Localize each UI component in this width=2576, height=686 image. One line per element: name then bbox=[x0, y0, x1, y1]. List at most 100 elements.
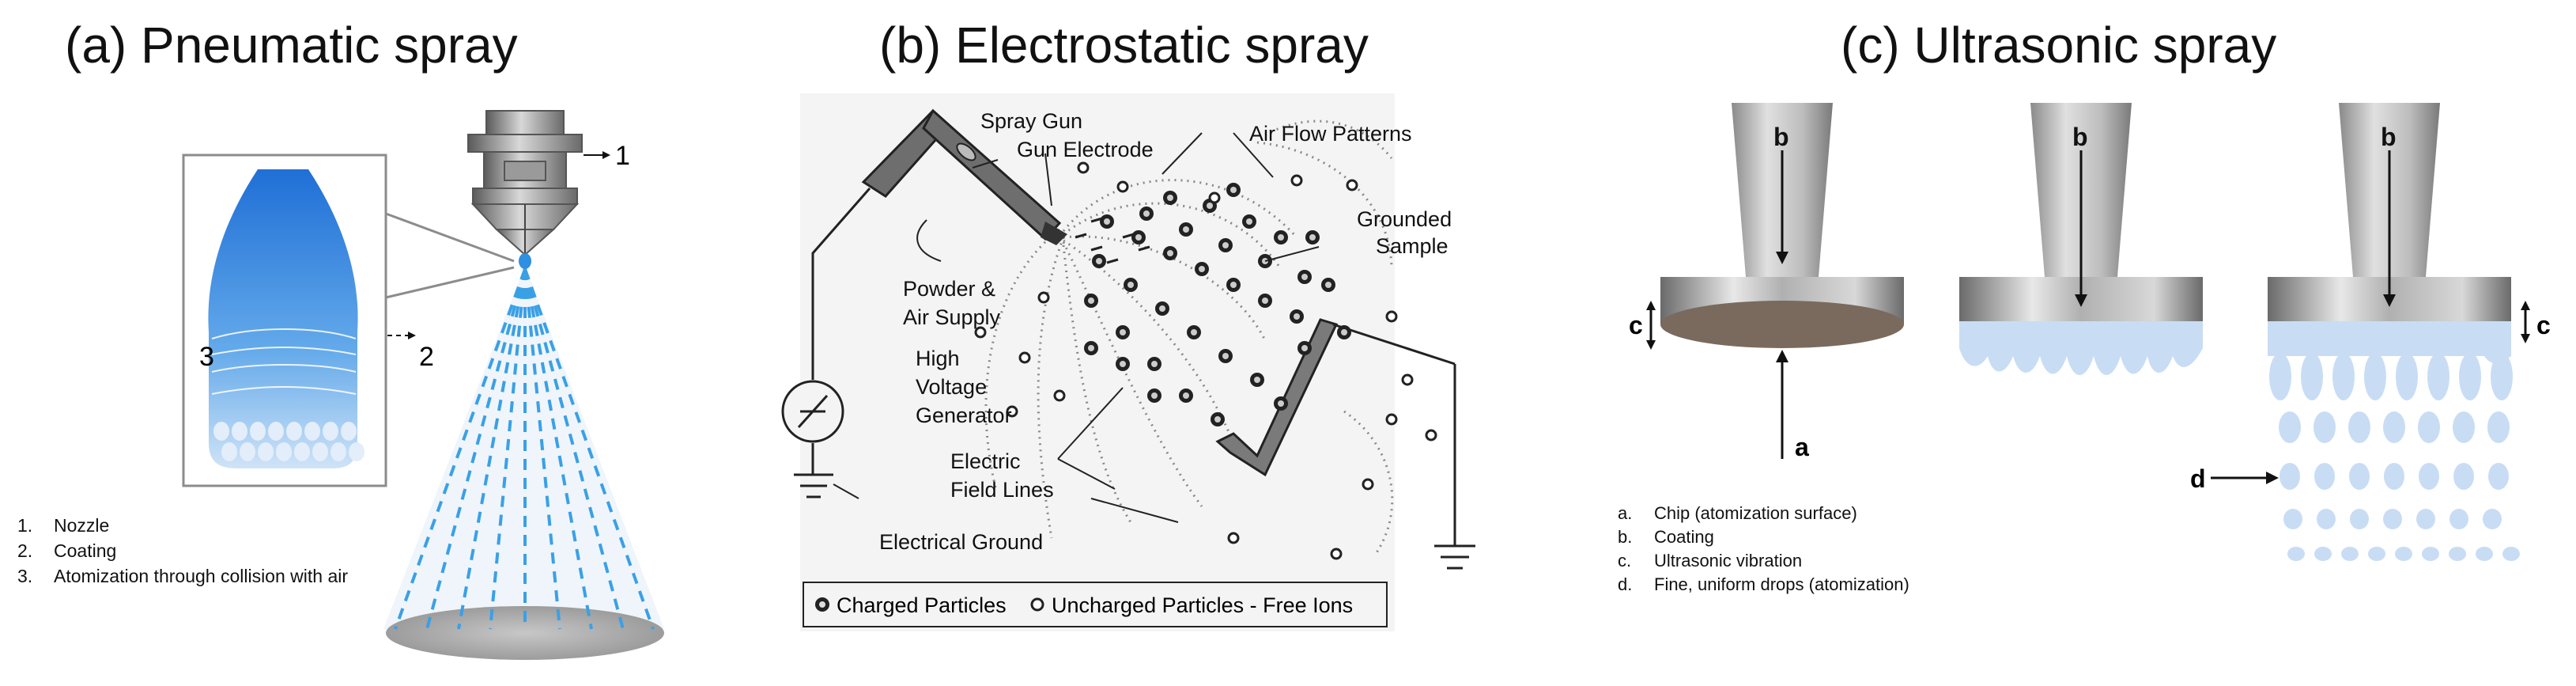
charged-particle-core bbox=[1262, 298, 1268, 304]
atomized-drop bbox=[2341, 547, 2359, 561]
label-voltage: Voltage bbox=[916, 375, 987, 399]
legend-item: d. Fine, uniform drops (atomization) bbox=[1618, 573, 1909, 597]
charged-particle-core bbox=[1278, 234, 1284, 241]
spray-dash bbox=[1090, 245, 1103, 252]
atomized-drop bbox=[2487, 411, 2510, 443]
legend-charged: Charged Particles bbox=[837, 593, 1007, 617]
label-c: c bbox=[2536, 311, 2551, 339]
label-field-lines: Field Lines bbox=[950, 478, 1054, 502]
spray-gun bbox=[861, 108, 1067, 245]
callout-1-arrow bbox=[602, 151, 610, 159]
legend-item: b.Coating bbox=[1618, 525, 1909, 549]
charged-particle-core bbox=[1222, 353, 1229, 359]
inset-droplet bbox=[341, 422, 357, 441]
inset-droplet bbox=[258, 442, 274, 461]
charged-particle-core bbox=[1301, 274, 1308, 280]
pneumatic-diagram: 1 3 2 bbox=[182, 110, 664, 660]
charged-particle-core bbox=[1135, 234, 1142, 241]
legend-text: Chip (atomization surface) bbox=[1654, 503, 1857, 523]
spray-line bbox=[489, 268, 527, 630]
chip-surface bbox=[1660, 301, 1904, 348]
uncharged-particle bbox=[1290, 174, 1303, 187]
inset-droplet bbox=[240, 442, 255, 461]
label-a: a bbox=[1795, 433, 1809, 461]
spray-line bbox=[394, 268, 527, 630]
ultrasonic-diagram: b b b a c c d bbox=[1629, 103, 2551, 561]
atomized-drop bbox=[2283, 509, 2302, 529]
uncharged-particle bbox=[1116, 180, 1129, 193]
horn-1 bbox=[1660, 103, 1904, 348]
charged-particle-core bbox=[1096, 258, 1102, 264]
atomized-drop bbox=[2383, 509, 2402, 529]
atomized-drop bbox=[2314, 547, 2332, 561]
legend-item: 3.Atomization through collision with air bbox=[17, 563, 348, 589]
hanging-drop bbox=[2332, 353, 2355, 400]
atomized-drop bbox=[2279, 411, 2301, 443]
legend-text: Ultrasonic vibration bbox=[1654, 551, 1803, 570]
hanging-drop bbox=[2396, 353, 2418, 400]
uncharged-particle bbox=[1208, 191, 1221, 204]
uncharged-particle bbox=[974, 326, 987, 339]
panel-b-title: (b) Electrostatic spray bbox=[879, 17, 1369, 74]
charged-particle-core bbox=[1120, 361, 1126, 367]
label-spray-gun: Spray Gun bbox=[980, 109, 1082, 133]
coating-layer bbox=[1959, 321, 2203, 375]
legend-text: Coating bbox=[54, 540, 117, 561]
label-air-flow: Air Flow Patterns bbox=[1249, 122, 1412, 146]
charged-particle-core bbox=[1214, 416, 1221, 423]
uncharged-particle bbox=[1425, 429, 1437, 442]
callout-3: 3 bbox=[199, 342, 214, 372]
inset-droplet bbox=[304, 422, 320, 441]
uncharged-particle bbox=[1053, 389, 1066, 402]
legend-key: a. bbox=[1618, 503, 1633, 523]
leader-arrows bbox=[833, 132, 1320, 523]
atomized-drop bbox=[2349, 463, 2370, 490]
atomized-drops bbox=[2269, 353, 2520, 561]
charged-particle-core bbox=[1143, 210, 1150, 217]
label-high: High bbox=[916, 347, 960, 370]
legend-key: 1. bbox=[17, 515, 33, 536]
inset-droplet bbox=[286, 422, 302, 441]
atomized-drop bbox=[2488, 463, 2509, 490]
uncharged-particle bbox=[1227, 532, 1240, 544]
label-air-supply: Air Supply bbox=[903, 305, 1001, 329]
legend-key: c. bbox=[1618, 551, 1632, 570]
spray-line bbox=[523, 268, 655, 630]
hanging-drop bbox=[2427, 353, 2449, 400]
atomized-drop bbox=[2453, 411, 2475, 443]
sample-ground-symbol bbox=[1434, 544, 1475, 570]
uncharged-particle bbox=[1401, 373, 1414, 386]
coating-layer bbox=[2268, 321, 2511, 363]
charged-particle-core bbox=[1341, 329, 1347, 335]
charged-particle-core bbox=[1207, 203, 1213, 209]
panel-ultrasonic: (c) Ultrasonic spray bbox=[1581, 0, 2576, 686]
atomized-drop bbox=[2449, 547, 2466, 561]
label-sample: Sample bbox=[1376, 234, 1449, 258]
atomized-drop bbox=[2383, 411, 2405, 443]
legend-key: d. bbox=[1618, 574, 1633, 594]
label-powder: Powder & bbox=[903, 277, 995, 301]
electrostatic-diagram: Spray Gun Gun Electrode Air Flow Pattern… bbox=[781, 93, 1475, 631]
panel-c-title: (c) Ultrasonic spray bbox=[1841, 17, 2277, 74]
label-grounded: Grounded bbox=[1357, 207, 1452, 231]
charged-particle-core bbox=[1167, 250, 1173, 256]
charged-particle-core bbox=[1120, 329, 1126, 335]
charged-particle-core bbox=[1230, 282, 1237, 288]
callout-2: 2 bbox=[419, 342, 434, 372]
spray-dash bbox=[1090, 217, 1103, 223]
panel-c-legend: a. Chip (atomization surface) b.Coating c… bbox=[1618, 502, 1909, 597]
inset-droplet bbox=[323, 422, 338, 441]
particles bbox=[974, 161, 1437, 560]
panel-electrostatic: (b) Electrostatic spray bbox=[781, 0, 1581, 686]
inset-droplet bbox=[312, 442, 328, 461]
coating-droplet bbox=[208, 169, 358, 468]
ground-symbol bbox=[794, 473, 833, 498]
uncharged-particle bbox=[1018, 351, 1031, 364]
legend-text: Fine, uniform drops (atomization) bbox=[1654, 574, 1909, 594]
atomized-drop bbox=[2287, 547, 2305, 561]
inset-droplet bbox=[268, 422, 284, 441]
charged-particle-core bbox=[1183, 226, 1189, 233]
label-electrical-ground: Electrical Ground bbox=[879, 530, 1043, 554]
atomized-drop bbox=[2279, 463, 2300, 490]
charged-particle-core bbox=[1199, 266, 1205, 272]
